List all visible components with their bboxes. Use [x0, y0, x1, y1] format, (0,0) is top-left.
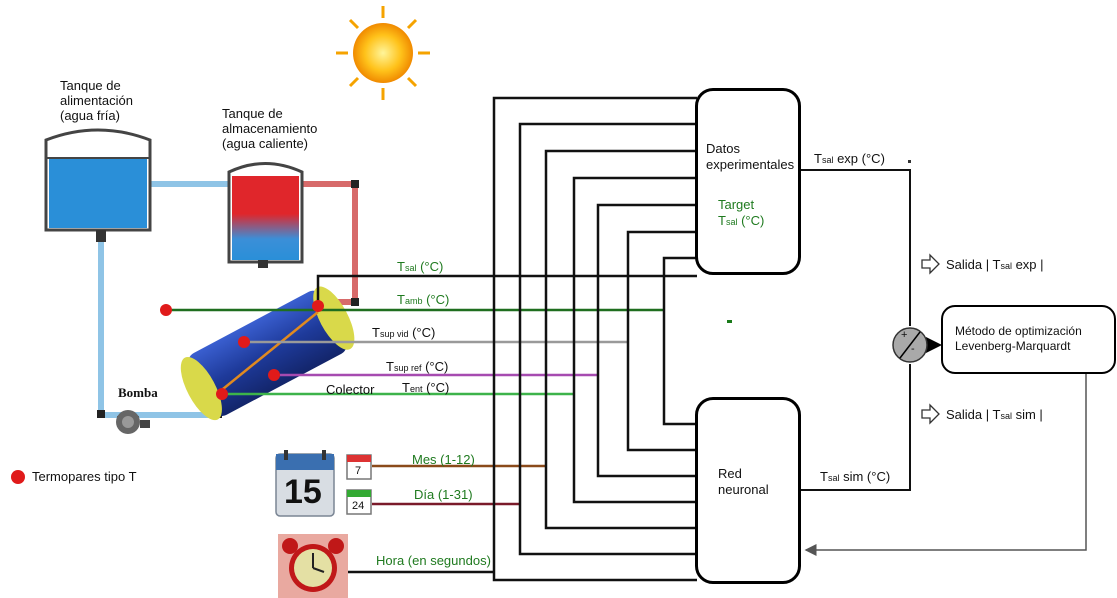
red-neuronal-box: Red neuronal [695, 397, 801, 584]
sensor-wires [166, 274, 697, 574]
signal-label-t-ent: Tent (°C) [402, 380, 450, 395]
tsal-sim-label: Tsal sim (°C) [820, 469, 891, 484]
legend-label: Termopares tipo T [32, 469, 137, 484]
optimizer-box: Método de optimización Levenberg-Marquar… [941, 305, 1116, 374]
optimizer-label: Método de optimización Levenberg-Marquar… [955, 324, 1082, 353]
salida-exp-label: Salida | Tsal exp | [946, 257, 1044, 272]
hollow-arrow-icon [921, 253, 940, 425]
calendar-icon [275, 450, 335, 517]
summer-plus: + [901, 329, 908, 341]
feed-tank-label: Tanque de alimentación (agua fría) [60, 78, 133, 123]
tsal-exp-label: Tsal exp (°C) [814, 151, 885, 166]
calendar-small-number: 24 [352, 500, 365, 512]
thermocouple-dots [11, 300, 324, 484]
signal-label-mes: Mes (1-12) [412, 452, 475, 467]
mark [727, 320, 732, 323]
storage-tank-label: Tanque de almacenamiento (agua caliente) [222, 106, 318, 151]
red-neuronal-label: Red neuronal [718, 466, 769, 497]
pump-icon [116, 410, 150, 434]
sun-icon [336, 6, 430, 100]
signal-label-t-sup-vid: Tsup vid (°C) [372, 325, 436, 340]
target-label: Target Tsal (°C) [718, 197, 765, 228]
signal-label-t-sal: Tsal (°C) [397, 259, 444, 274]
output-lines [800, 169, 1087, 556]
datos-label: Datos experimentales [706, 141, 795, 172]
summing-junction [892, 327, 928, 363]
collector-label: Colector [326, 382, 375, 397]
alarm-clock-icon [278, 534, 348, 598]
mark [908, 160, 911, 163]
calendar-big-number: 15 [284, 473, 322, 511]
signal-label-t-amb: Tamb (°C) [397, 292, 450, 307]
feed-tank [44, 128, 152, 242]
bus-wires [492, 96, 697, 582]
salida-sim-label: Salida | Tsal sim | [946, 407, 1043, 422]
small-calendar-icon [346, 454, 372, 515]
storage-tank [227, 162, 304, 268]
signal-label-hora: Hora (en segundos) [376, 553, 491, 568]
signal-label-t-sup-ref: Tsup ref (°C) [386, 359, 449, 374]
solar-collector [180, 286, 355, 421]
summer-minus: - [911, 343, 915, 355]
calendar-small-number: 7 [355, 465, 362, 477]
signal-label-dia: Día (1-31) [414, 487, 473, 502]
datos-experimentales-box: Datos experimentales Target Tsal (°C) [695, 88, 801, 275]
pump-label: Bomba [118, 385, 158, 400]
